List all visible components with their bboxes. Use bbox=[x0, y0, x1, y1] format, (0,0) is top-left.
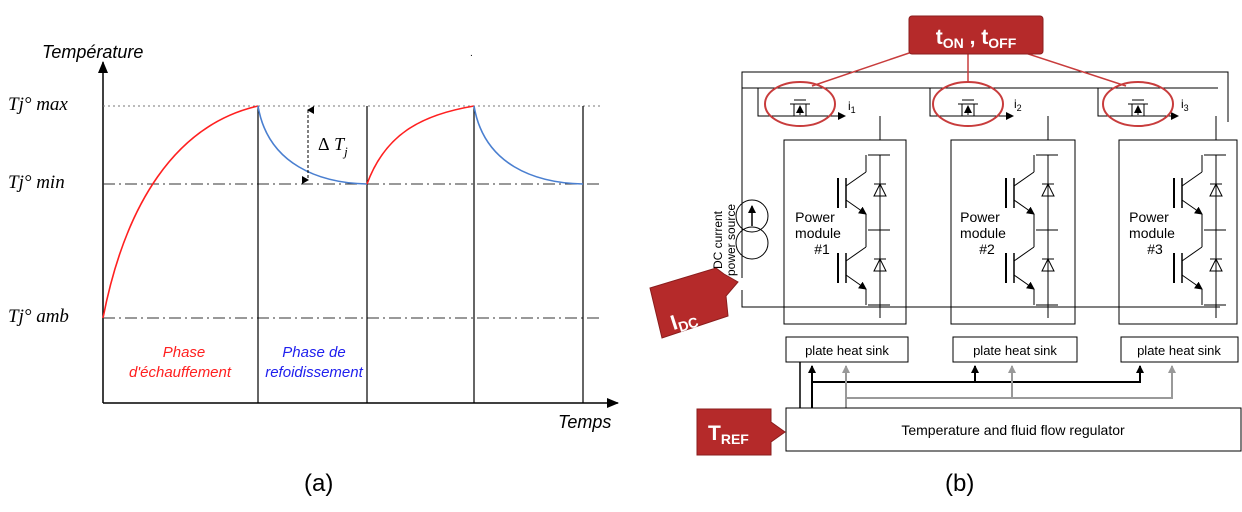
y-axis-label: Température bbox=[42, 42, 143, 62]
module-1-label-3: #1 bbox=[814, 241, 830, 257]
caption-a: (a) bbox=[304, 470, 334, 497]
module-2-label-1: Power bbox=[960, 209, 1000, 225]
heat-sink-3-box bbox=[1120, 336, 1239, 363]
dc-source-label-2: power source bbox=[724, 204, 738, 276]
heating-phase-line2: d'échauffement bbox=[129, 364, 232, 381]
igbt-1-bottom bbox=[837, 230, 887, 305]
cooling-curve-2 bbox=[473, 105, 584, 185]
idc-callout: IDC bbox=[649, 267, 739, 339]
module-2-box bbox=[950, 139, 1076, 325]
panel-b: DC current power source i1 bbox=[649, 15, 1242, 456]
caption-b: (b) bbox=[945, 470, 975, 497]
igbt-2-bottom bbox=[1005, 230, 1055, 305]
cooling-phase-line1: Phase de bbox=[282, 344, 345, 361]
module-1: i1 bbox=[742, 81, 909, 363]
heating-phase-line1: Phase bbox=[163, 344, 206, 361]
level-amb-label: Tj° amb bbox=[8, 306, 69, 327]
switch-1-highlight bbox=[764, 81, 836, 127]
delta-label: Δ Tj bbox=[318, 134, 348, 159]
module-3: i3 bbox=[1092, 81, 1239, 363]
switch-3-highlight bbox=[1102, 81, 1174, 127]
switch-1-wire bbox=[742, 87, 846, 120]
top-rail bbox=[741, 71, 1229, 278]
switch-3-wire bbox=[1092, 87, 1179, 120]
timing-callout: tON , tOFF bbox=[908, 15, 1044, 55]
module-1-box bbox=[783, 139, 907, 325]
module-3-label-1: Power bbox=[1129, 209, 1169, 225]
switch-3-symbol bbox=[1128, 99, 1148, 116]
switch-2-wire bbox=[925, 87, 1014, 120]
tref-callout-text: TREF bbox=[708, 422, 749, 447]
switch-2-symbol bbox=[958, 99, 978, 116]
igbt-2-top bbox=[1005, 155, 1055, 230]
igbt-3-top bbox=[1173, 155, 1223, 230]
module-1-current: i1 bbox=[848, 99, 856, 115]
module-2-label-2: module bbox=[960, 225, 1006, 241]
module-1-label-2: module bbox=[795, 225, 841, 241]
stray-dot: . bbox=[470, 48, 473, 59]
heat-sink-1-label: plate heat sink bbox=[805, 343, 889, 358]
module-3-label-3: #3 bbox=[1147, 241, 1163, 257]
cooling-curve-1 bbox=[257, 105, 368, 185]
module-2-current: i2 bbox=[1014, 97, 1022, 113]
timing-callout-text: tON , tOFF bbox=[936, 26, 1017, 51]
tref-callout: TREF bbox=[696, 408, 786, 456]
module-1-label-1: Power bbox=[795, 209, 835, 225]
control-wire-gray bbox=[845, 365, 1176, 408]
level-max-label: Tj° max bbox=[8, 94, 68, 115]
dc-source-upper bbox=[735, 199, 769, 233]
module-2-label-3: #2 bbox=[979, 241, 995, 257]
x-axis-label: Temps bbox=[558, 412, 611, 432]
bottom-rail bbox=[741, 290, 1220, 308]
cooling-phase-line2: refoidissement bbox=[265, 364, 363, 381]
igbt-3-bottom bbox=[1173, 230, 1223, 305]
dc-source-lower bbox=[735, 226, 769, 260]
regulator-label: Temperature and fluid flow regulator bbox=[901, 422, 1125, 438]
regulator-box bbox=[785, 407, 1242, 452]
panel-a: Température Temps . Tj° max Tj° min Tj° … bbox=[8, 42, 619, 432]
heat-sink-2-label: plate heat sink bbox=[973, 343, 1057, 358]
module-3-box bbox=[1118, 139, 1238, 325]
module-3-current: i3 bbox=[1181, 97, 1189, 113]
timing-connector-1 bbox=[811, 49, 919, 87]
switch-1-symbol bbox=[790, 99, 810, 116]
heat-sink-3-label: plate heat sink bbox=[1137, 343, 1221, 358]
heat-sink-2-box bbox=[952, 336, 1078, 363]
timing-connector-3 bbox=[1015, 49, 1127, 87]
level-min-label: Tj° min bbox=[8, 172, 65, 193]
dc-source-label-1: DC current bbox=[711, 210, 725, 269]
heating-curve-2 bbox=[366, 105, 475, 185]
module-2: i2 bbox=[925, 81, 1078, 363]
heating-curve-1 bbox=[102, 105, 259, 319]
heat-sink-1-box bbox=[785, 336, 909, 363]
module-3-label-2: module bbox=[1129, 225, 1175, 241]
igbt-1-top bbox=[837, 155, 887, 230]
